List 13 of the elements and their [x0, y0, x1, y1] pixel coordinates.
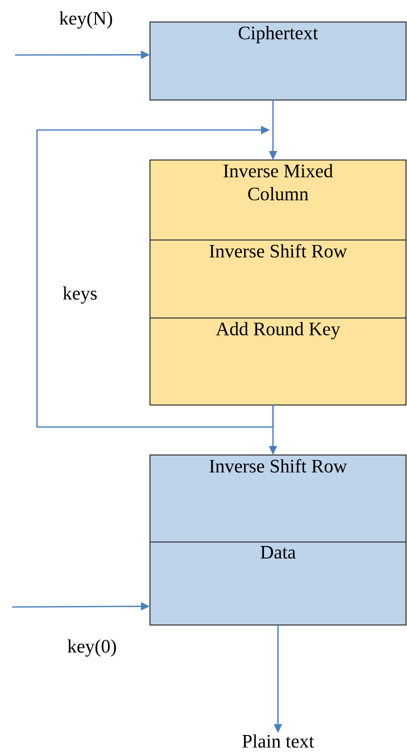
output-label: Plain text: [242, 734, 314, 748]
process-step: Inverse Mixed Column: [150, 160, 406, 240]
process-step: Add Round Key: [150, 318, 406, 406]
process-box: [150, 160, 406, 406]
process-step: Data: [150, 542, 406, 626]
edge-label: key(0): [68, 639, 116, 657]
process-step: Inverse Shift Row: [150, 240, 406, 318]
edge-label: key(N): [59, 11, 112, 29]
process-step: Ciphertext: [150, 22, 406, 100]
process-box: [150, 454, 406, 626]
process-step: Inverse Shift Row: [150, 454, 406, 542]
arrow: [36, 126, 274, 428]
edge-label: keys: [62, 286, 97, 304]
